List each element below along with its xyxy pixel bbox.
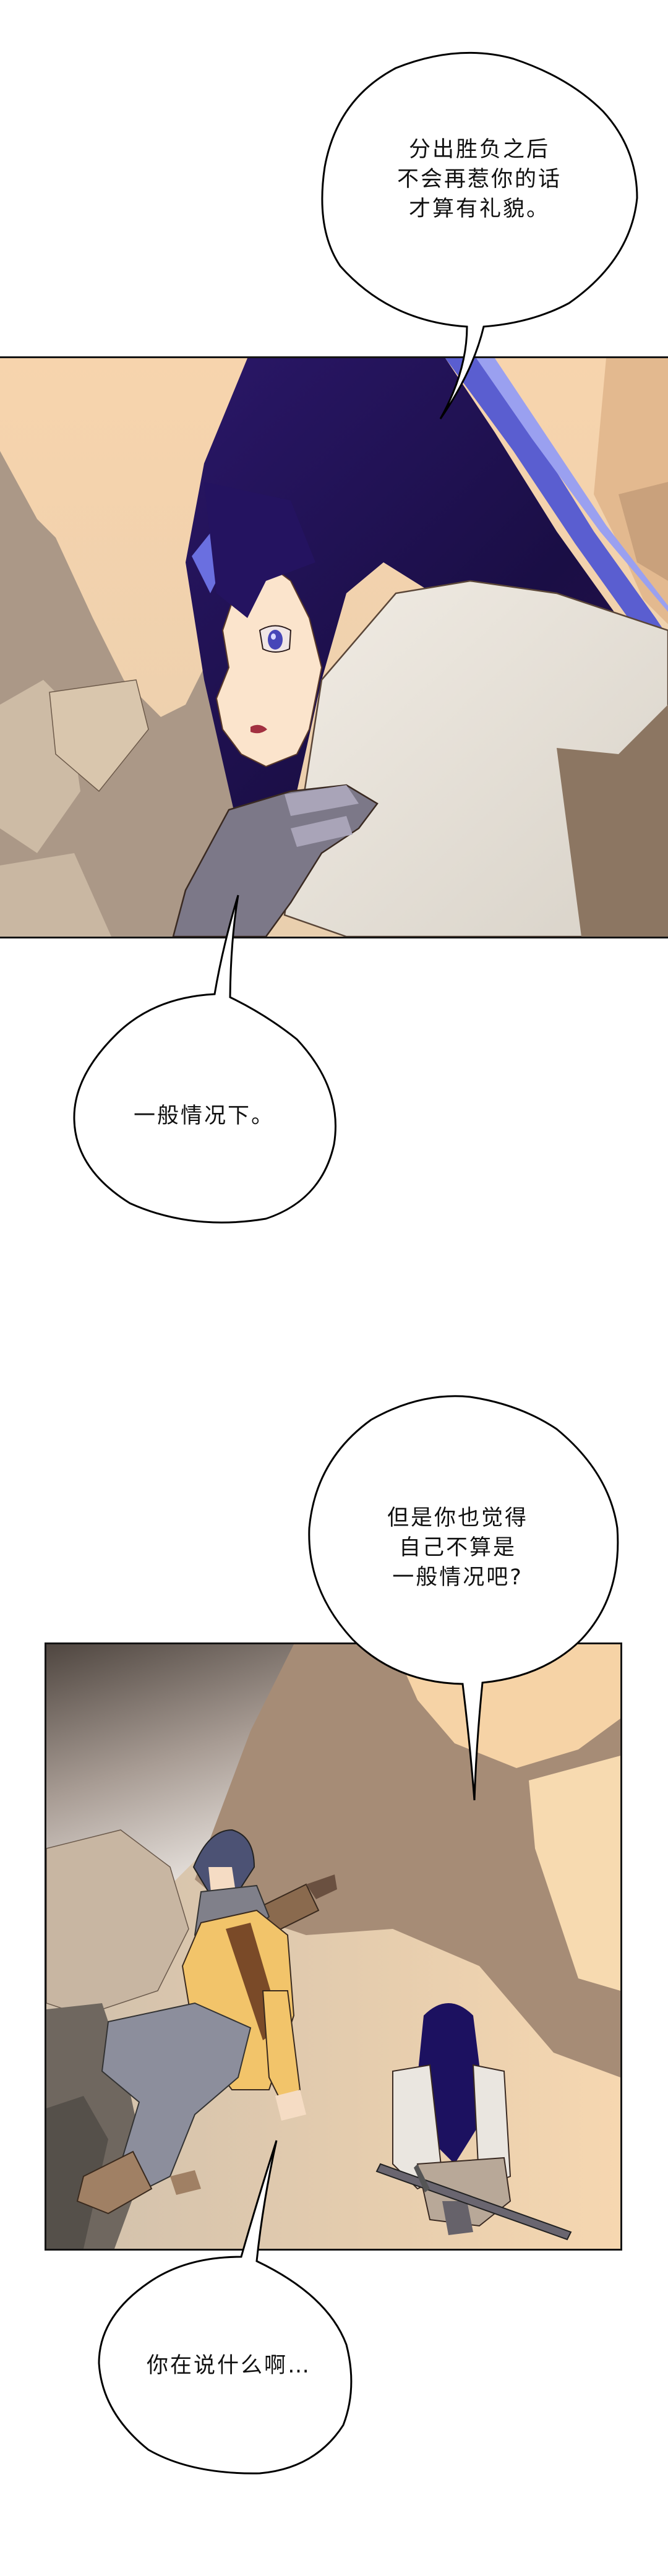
canyon-scene-illustration: [46, 1644, 620, 2249]
panel-girl-closeup: [0, 356, 668, 938]
speech-bubble-4-text: 你在说什么啊…: [146, 2353, 311, 2378]
panel-canyon-wide: [45, 1642, 622, 2251]
speech-bubble-2-text: 一般情况下。: [133, 1104, 275, 1128]
speech-bubble-1-text: 分出胜负之后 不会再惹你的话 才算有礼貌。: [396, 137, 562, 221]
speech-bubble-2-shape: [73, 895, 336, 1224]
speech-bubble-3-text: 但是你也觉得 自己不算是 一般情况吧?: [387, 1506, 528, 1590]
girl-closeup-illustration: [0, 358, 668, 937]
